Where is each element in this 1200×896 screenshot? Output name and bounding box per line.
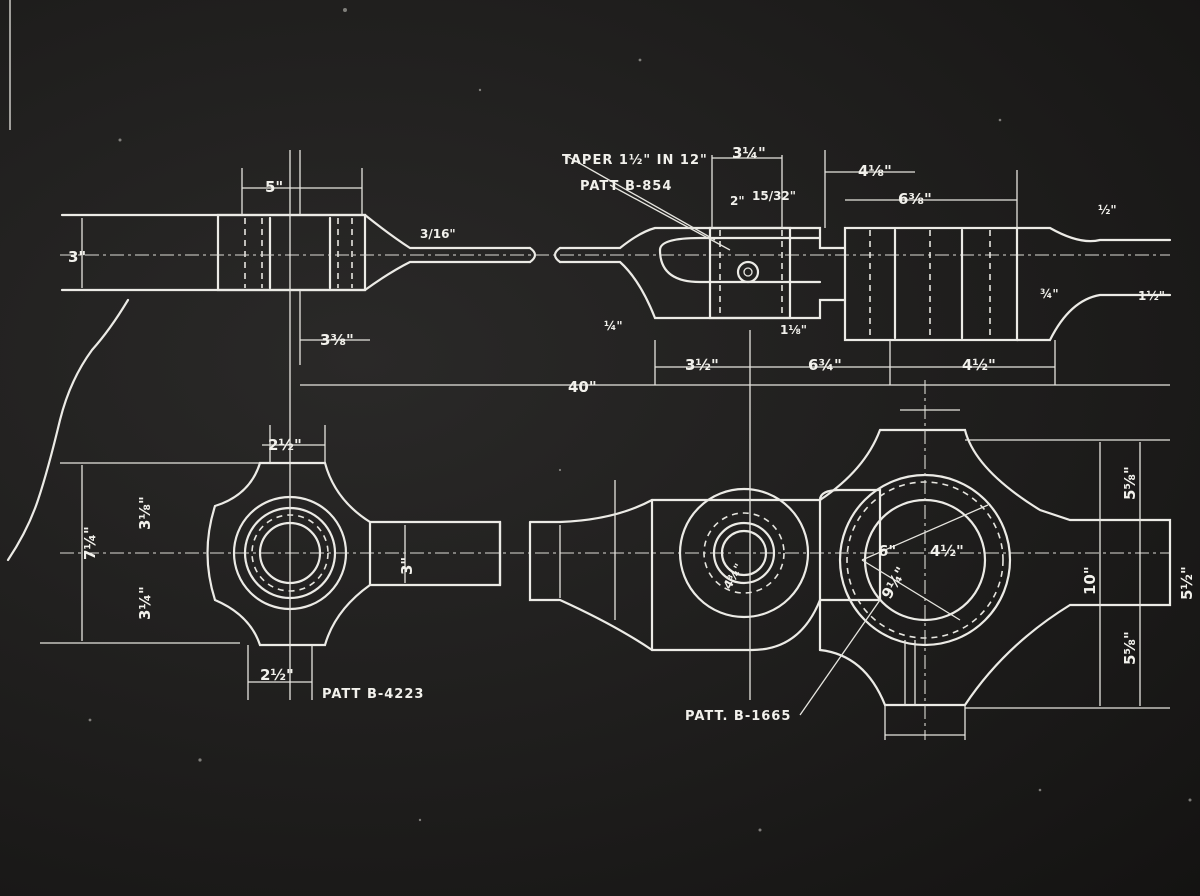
dim-3-1-4-top: 3¼" <box>732 144 766 162</box>
paper-tear <box>6 298 130 562</box>
top-view: 5" 3" 3⅜" 3¼" 2" 15/32" 4⅛" 6⅜" 3½" 6¾" … <box>60 144 1172 396</box>
note-taper: TAPER 1½" IN 12" <box>562 153 708 168</box>
dim-1-2: ½" <box>1098 203 1117 217</box>
dim-4-1-2-bottom: 4½" <box>930 542 964 560</box>
dim-3-1-2: 3½" <box>685 356 719 374</box>
note-patt-b854: PATT B-854 <box>580 179 672 194</box>
dim-3-3-8: 3⅜" <box>320 331 354 349</box>
bottom-view: 2½" 7¼" 3⅛" 3¼" 3" 2½" 6" 4½" 9¼" 4¾" 10… <box>40 150 1196 740</box>
dim-10: 10" <box>1081 566 1099 595</box>
dim-2-1-2-a: 2½" <box>268 436 302 454</box>
dim-4-3-4: 4¾" <box>720 561 746 591</box>
dim-9-1-4: 9¼" <box>878 564 910 602</box>
dim-3-left-link: 3" <box>398 557 416 575</box>
dim-6-3-4: 6¾" <box>808 356 842 374</box>
note-patt-b4223: PATT B-4223 <box>322 687 424 702</box>
dim-3-1-4-bottom: 3¼" <box>136 586 154 620</box>
dim-4-1-2: 4½" <box>962 356 996 374</box>
dim-3-left: 3" <box>68 248 86 266</box>
dim-6: 6" <box>878 542 896 560</box>
dim-5-5-8-bottom: 5⅝" <box>1121 631 1139 665</box>
dim-40: 40" <box>568 378 597 396</box>
dim-5: 5" <box>265 178 283 196</box>
dim-3-16: 3/16" <box>420 227 456 241</box>
dim-1-4: ¼" <box>604 319 623 333</box>
dim-3-4: ¾" <box>1040 287 1059 301</box>
dim-2-1-2-b: 2½" <box>260 666 294 684</box>
dim-7-1-4: 7¼" <box>81 526 99 560</box>
dim-6-3-8: 6⅜" <box>898 190 932 208</box>
dim-1-1-8: 1⅛" <box>780 323 807 337</box>
dim-5-1-2: 5½" <box>1178 566 1196 600</box>
blueprint-noise <box>88 8 1192 832</box>
dim-5-5-8-top: 5⅝" <box>1121 466 1139 500</box>
dim-15-32: 15/32" <box>752 189 796 203</box>
dim-3-1-8: 3⅛" <box>136 496 154 530</box>
note-patt-b1665: PATT. B-1665 <box>685 709 791 724</box>
dim-1-1-2: 1½" <box>1138 289 1165 303</box>
dim-4-1-8: 4⅛" <box>858 162 892 180</box>
dim-2: 2" <box>730 194 745 208</box>
